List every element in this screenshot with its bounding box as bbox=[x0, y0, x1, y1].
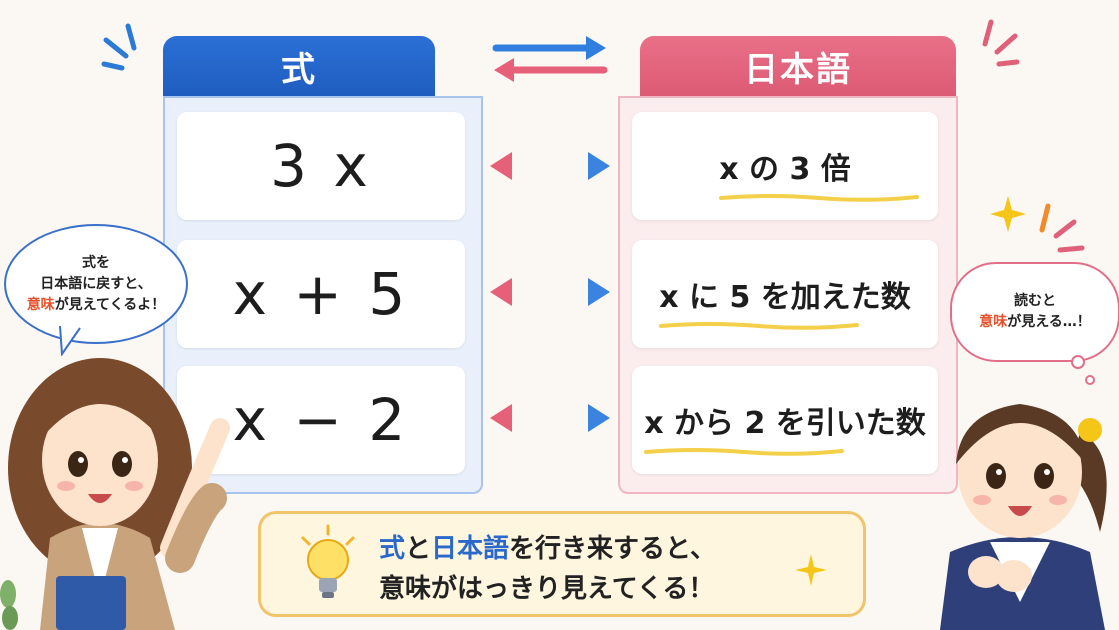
expression-text: 3 x bbox=[270, 132, 372, 200]
japanese-text: x の 3 倍 bbox=[719, 144, 920, 202]
expression-text: x + 5 bbox=[232, 260, 410, 328]
bubble-line: 式を bbox=[81, 254, 110, 271]
japanese-text: x から 2 を引いた数 bbox=[644, 398, 926, 456]
banner-line-1: 式と日本語を行き来すると、 bbox=[379, 534, 717, 564]
blue-spark-icon bbox=[101, 23, 137, 71]
japanese-text: x に 5 を加えた数 bbox=[659, 272, 911, 330]
bubble-line: 意味が見える…！ bbox=[979, 314, 1091, 330]
bubble-tail-icon bbox=[59, 326, 81, 356]
row-2-double-arrow-icon bbox=[490, 278, 610, 306]
japanese-column-header: 日本語 bbox=[640, 36, 956, 96]
bubble-line: 意味が見えてくるよ！ bbox=[26, 296, 166, 313]
sparkle-icon bbox=[990, 196, 1085, 253]
thought-dots-icon bbox=[1071, 355, 1095, 385]
expression-card-2: x + 5 bbox=[177, 240, 465, 348]
pink-spark-icon bbox=[982, 19, 1020, 67]
expression-text: x − 2 bbox=[232, 386, 410, 454]
teacher-speech-bubble: 式を 日本語に戻すと、 意味が見えてくるよ！ bbox=[4, 224, 188, 344]
row-1-double-arrow-icon bbox=[490, 152, 610, 180]
student-thought-bubble: 読むと 意味が見える…！ bbox=[950, 262, 1119, 362]
sparkle-icon bbox=[795, 554, 827, 586]
lightbulb-icon bbox=[301, 524, 355, 598]
bubble-line: 読むと bbox=[1014, 293, 1056, 309]
expression-card-1: 3 x bbox=[177, 112, 465, 220]
student-character bbox=[940, 404, 1107, 630]
expression-column-header: 式 bbox=[163, 36, 435, 96]
banner-line-2: 意味がはっきり見えてくる！ bbox=[379, 574, 715, 604]
summary-banner: 式と日本語を行き来すると、 意味がはっきり見えてくる！ bbox=[258, 511, 866, 617]
row-3-double-arrow-icon bbox=[490, 404, 610, 432]
header-double-arrow-icon bbox=[492, 36, 608, 82]
japanese-card-2: x に 5 を加えた数 bbox=[632, 240, 938, 348]
japanese-card-1: x の 3 倍 bbox=[632, 112, 938, 220]
plant-icon bbox=[0, 580, 18, 630]
japanese-card-3: x から 2 を引いた数 bbox=[632, 366, 938, 474]
teacher-character bbox=[8, 358, 230, 630]
bubble-line: 日本語に戻すと、 bbox=[40, 275, 152, 292]
